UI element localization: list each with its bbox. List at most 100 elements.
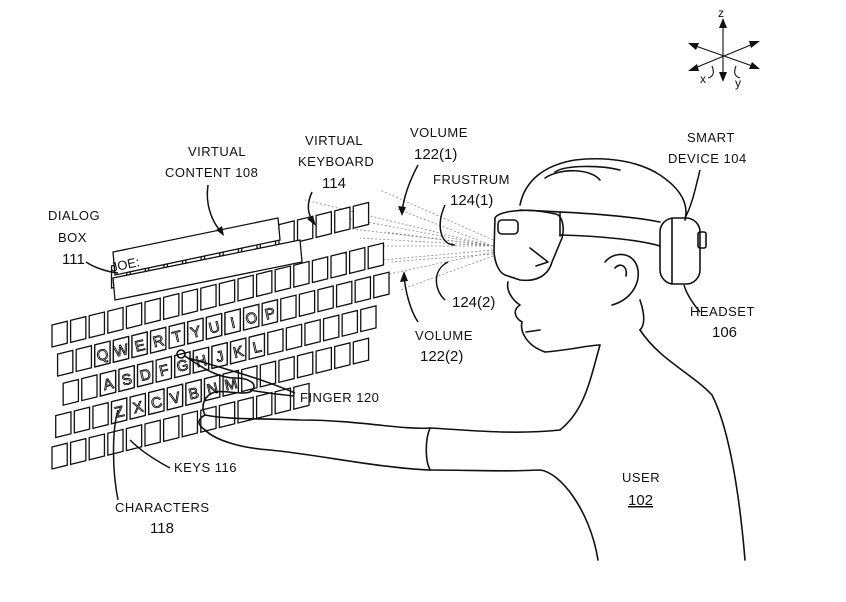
frustum-rays — [304, 189, 494, 291]
label-virtual-content-line2: CONTENT 108 — [165, 165, 258, 180]
keyboard-key-blank — [296, 215, 314, 243]
label-user: USER — [622, 470, 660, 485]
keyboard-key-v — [166, 383, 184, 411]
keyboard-key-blank — [107, 306, 124, 334]
keyboard-key-blank — [200, 283, 217, 311]
keyboard-key-c — [148, 387, 165, 416]
keyboard-key-x — [129, 392, 147, 420]
keyboard-key-blank — [237, 274, 254, 302]
keyboard-key-blank — [125, 301, 143, 330]
key-character-f: F — [158, 361, 171, 380]
keyboard-key-o — [242, 303, 260, 331]
keyboard-key-blank — [278, 355, 295, 384]
axis-x-label: x — [700, 72, 706, 86]
keyboard-key-blank — [354, 275, 372, 304]
key-character-r: R — [151, 332, 166, 351]
keyboard-key-blank — [55, 410, 72, 439]
keyboard-key-blank — [348, 246, 366, 275]
key-character-a: A — [102, 375, 116, 394]
key-character-o: O — [244, 309, 259, 328]
keyboard-key-y — [187, 317, 204, 345]
label-virtual-keyboard-line2: KEYBOARD — [298, 154, 374, 169]
keyboard-key-blank — [317, 285, 334, 313]
keyboard-key-h — [192, 346, 210, 374]
keyboard-key-blank — [293, 260, 310, 288]
label-virtual-content-line1: VIRTUAL — [188, 144, 246, 159]
keyboard-key-blank — [162, 292, 180, 321]
keyboard-key-blank — [51, 320, 68, 348]
keyboard-key-blank — [255, 269, 273, 298]
keyboard-key-blank — [352, 337, 370, 365]
keyboard-key-blank — [125, 423, 143, 452]
label-virtual-keyboard-line3: 114 — [322, 175, 346, 192]
label-smart-device-line1: SMART — [687, 130, 735, 145]
keyboard-key-blank — [367, 242, 385, 270]
key-character-x: X — [131, 398, 145, 417]
keyboard-key-blank — [255, 391, 273, 420]
keyboard-key-blank — [162, 414, 180, 443]
key-character-e: E — [133, 337, 147, 356]
axis-y-label: y — [735, 76, 741, 90]
keyboard-key-blank — [56, 349, 74, 377]
keyboard-key-blank — [296, 351, 314, 379]
label-volume-1-line1: VOLUME — [410, 125, 468, 140]
keyboard-key-l — [248, 332, 266, 361]
keyboard-key-blank — [62, 378, 80, 407]
label-characters-line1: CHARACTERS — [115, 500, 210, 515]
keyboard-key-u — [205, 312, 223, 341]
keyboard-key-blank — [181, 410, 199, 438]
key-character-k: K — [232, 343, 246, 362]
key-character-d: D — [138, 366, 153, 385]
keyboard-key-blank — [311, 255, 329, 284]
keyboard-key-blank — [315, 346, 333, 374]
label-frustrum-line1: FRUSTRUM — [433, 172, 510, 187]
label-headset-line1: HEADSET — [690, 304, 755, 319]
keyboard-key-blank — [373, 271, 390, 299]
keyboard-key-blank — [274, 265, 292, 293]
key-character-m: M — [223, 375, 239, 394]
label-finger: FINGER 120 — [300, 390, 379, 405]
keyboard-key-blank — [274, 387, 292, 415]
label-volume-2-line2: 122(2) — [420, 348, 463, 365]
keyboard-key-e — [131, 331, 148, 359]
key-character-q: Q — [95, 346, 110, 365]
key-character-t: T — [171, 328, 184, 347]
key-character-g: G — [175, 357, 190, 376]
keyboard-key-blank — [88, 311, 106, 339]
label-dialog-box-line1: DIALOG — [48, 208, 100, 223]
label-frustrum-line2: 124(1) — [450, 192, 493, 209]
keyboard-key-k — [229, 337, 247, 365]
virtual-content — [112, 217, 281, 276]
label-dialog-box-line3: 111 — [62, 251, 85, 268]
keyboard-key-d — [136, 360, 154, 388]
keyboard-key-blank — [75, 344, 93, 373]
keyboard-key-b — [185, 378, 202, 407]
keyboard-key-blank — [352, 201, 370, 230]
key-character-c: C — [149, 394, 164, 413]
callout-labels: DIALOG BOX 111 VIRTUAL CONTENT 108 VIRTU… — [48, 125, 755, 537]
key-character-v: V — [168, 389, 182, 408]
key-character-p: P — [263, 305, 277, 324]
keyboard-key-s — [118, 364, 135, 393]
label-frustrum-2: 124(2) — [452, 294, 495, 311]
keyboard-key-blank — [88, 433, 106, 461]
keyboard-key-r — [149, 326, 167, 354]
label-virtual-keyboard-line1: VIRTUAL — [305, 133, 363, 148]
axis-compass: z x y — [688, 6, 760, 90]
keyboard-key-blank — [322, 314, 340, 342]
keyboard-key-blank — [298, 289, 316, 318]
axis-z-label: z — [718, 6, 724, 20]
keyboard-key-blank — [81, 374, 98, 402]
keyboard-key-blank — [218, 400, 236, 429]
key-character-s: S — [120, 371, 134, 390]
keyboard-key-w — [112, 335, 130, 364]
keyboard-key-blank — [280, 294, 297, 322]
keyboard-key-i — [224, 308, 241, 336]
label-smart-device-line2: DEVICE 104 — [668, 151, 747, 166]
keyboard-key-blank — [360, 305, 377, 333]
keyboard-key-blank — [341, 309, 359, 338]
label-headset-line2: 106 — [712, 324, 737, 341]
